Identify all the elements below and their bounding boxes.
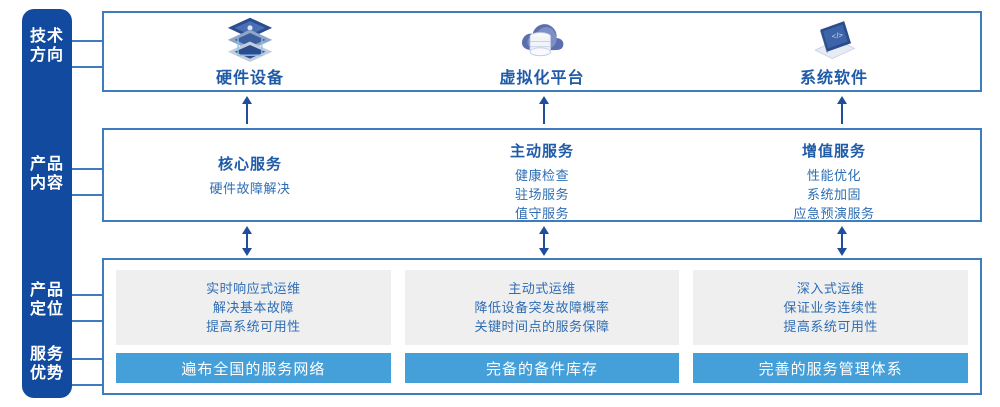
connector-bracket-content (72, 168, 104, 196)
content-item: 驻场服务 (514, 187, 569, 202)
rail-label-line2: 方向 (29, 47, 64, 64)
arrow-up-system-software (835, 96, 849, 124)
rail-label-line1: 技术 (29, 28, 64, 45)
position-box[interactable]: 深入式运维 保证业务连续性 提高系统可用性 (693, 270, 969, 345)
content-item: 应急预演服务 (793, 206, 875, 221)
cloud-database-icon (521, 23, 564, 56)
advantage-button-service-network[interactable]: 遍布全国的服务网络 (116, 353, 391, 383)
content-column-title: 主动服务 (509, 143, 574, 160)
connector-bracket-advantage (72, 358, 104, 386)
position-line: 降低设备突发故障概率 (474, 300, 610, 315)
position-column-proactive: 主动式运维 降低设备突发故障概率 关键时间点的服务保障 完备的备件库存 (404, 270, 680, 383)
svg-text:</>: </> (831, 30, 844, 41)
tech-item-label: 系统软件 (799, 69, 868, 87)
tech-item-system-software[interactable]: </> 系统软件 (688, 13, 980, 90)
rail-label-line2: 定位 (29, 301, 64, 318)
laptop-code-icon: </> (814, 20, 856, 59)
position-line: 提高系统可用性 (783, 319, 878, 334)
rail-label-tech-direction: 技术 方向 (22, 27, 72, 65)
tech-item-label: 虚拟化平台 (499, 69, 585, 87)
category-rail (22, 9, 72, 398)
rail-label-line1: 产品 (29, 156, 64, 173)
rail-label-product-content: 产品 内容 (22, 155, 72, 193)
product-content-panel: 核心服务 硬件故障解决 主动服务 健康检查 驻场服务 值守服务 增值服务 性能优… (102, 128, 982, 222)
connector-bracket-position (72, 294, 104, 322)
arrow-bidirectional-value-added (835, 226, 849, 256)
position-line: 保证业务连续性 (783, 300, 878, 315)
content-item: 性能优化 (806, 168, 861, 183)
arrow-up-hardware (240, 96, 254, 124)
content-column-title: 增值服务 (801, 143, 866, 160)
rail-label-line2: 优势 (29, 365, 64, 382)
position-box[interactable]: 主动式运维 降低设备突发故障概率 关键时间点的服务保障 (404, 270, 680, 345)
position-line: 深入式运维 (796, 281, 865, 296)
content-item: 系统加固 (806, 187, 861, 202)
tech-item-hardware[interactable]: 硬件设备 (104, 13, 396, 90)
position-line: 提高系统可用性 (206, 319, 301, 334)
tech-direction-panel: 硬件设备 虚拟化平台 (102, 11, 982, 92)
tech-item-label: 硬件设备 (215, 69, 284, 87)
rail-label-service-advantage: 服务 优势 (22, 345, 72, 383)
connector-bracket-tech (72, 40, 104, 68)
rail-label-product-position: 产品 定位 (22, 281, 72, 319)
arrow-bidirectional-core (240, 226, 254, 256)
position-box[interactable]: 实时响应式运维 解决基本故障 提高系统可用性 (116, 270, 391, 345)
content-column-value-added[interactable]: 增值服务 性能优化 系统加固 应急预演服务 (688, 130, 980, 221)
position-column-realtime: 实时响应式运维 解决基本故障 提高系统可用性 遍布全国的服务网络 (116, 270, 391, 383)
rail-label-line1: 服务 (29, 346, 64, 363)
content-item: 硬件故障解决 (209, 180, 291, 196)
content-column-core[interactable]: 核心服务 硬件故障解决 (104, 130, 396, 220)
position-line: 实时响应式运维 (206, 281, 301, 296)
content-column-proactive[interactable]: 主动服务 健康检查 驻场服务 值守服务 (396, 130, 688, 221)
position-advantage-panel: 实时响应式运维 解决基本故障 提高系统可用性 遍布全国的服务网络 主动式运维 降… (102, 258, 982, 395)
position-line: 解决基本故障 (212, 300, 294, 315)
content-item: 健康检查 (514, 168, 569, 183)
server-stack-icon (227, 17, 273, 62)
rail-label-line2: 内容 (29, 175, 64, 192)
advantage-button-spare-parts[interactable]: 完备的备件库存 (404, 353, 680, 383)
position-column-deep: 深入式运维 保证业务连续性 提高系统可用性 完善的服务管理体系 (693, 270, 969, 383)
tech-item-virtualization[interactable]: 虚拟化平台 (396, 13, 688, 90)
position-line: 主动式运维 (508, 281, 576, 296)
position-line: 关键时间点的服务保障 (474, 319, 610, 334)
arrow-bidirectional-proactive (537, 226, 551, 256)
advantage-button-management-system[interactable]: 完善的服务管理体系 (693, 353, 969, 383)
arrow-up-virtualization (537, 96, 551, 124)
rail-label-line1: 产品 (29, 282, 64, 299)
content-item: 值守服务 (514, 206, 569, 221)
content-column-title: 核心服务 (217, 155, 282, 173)
